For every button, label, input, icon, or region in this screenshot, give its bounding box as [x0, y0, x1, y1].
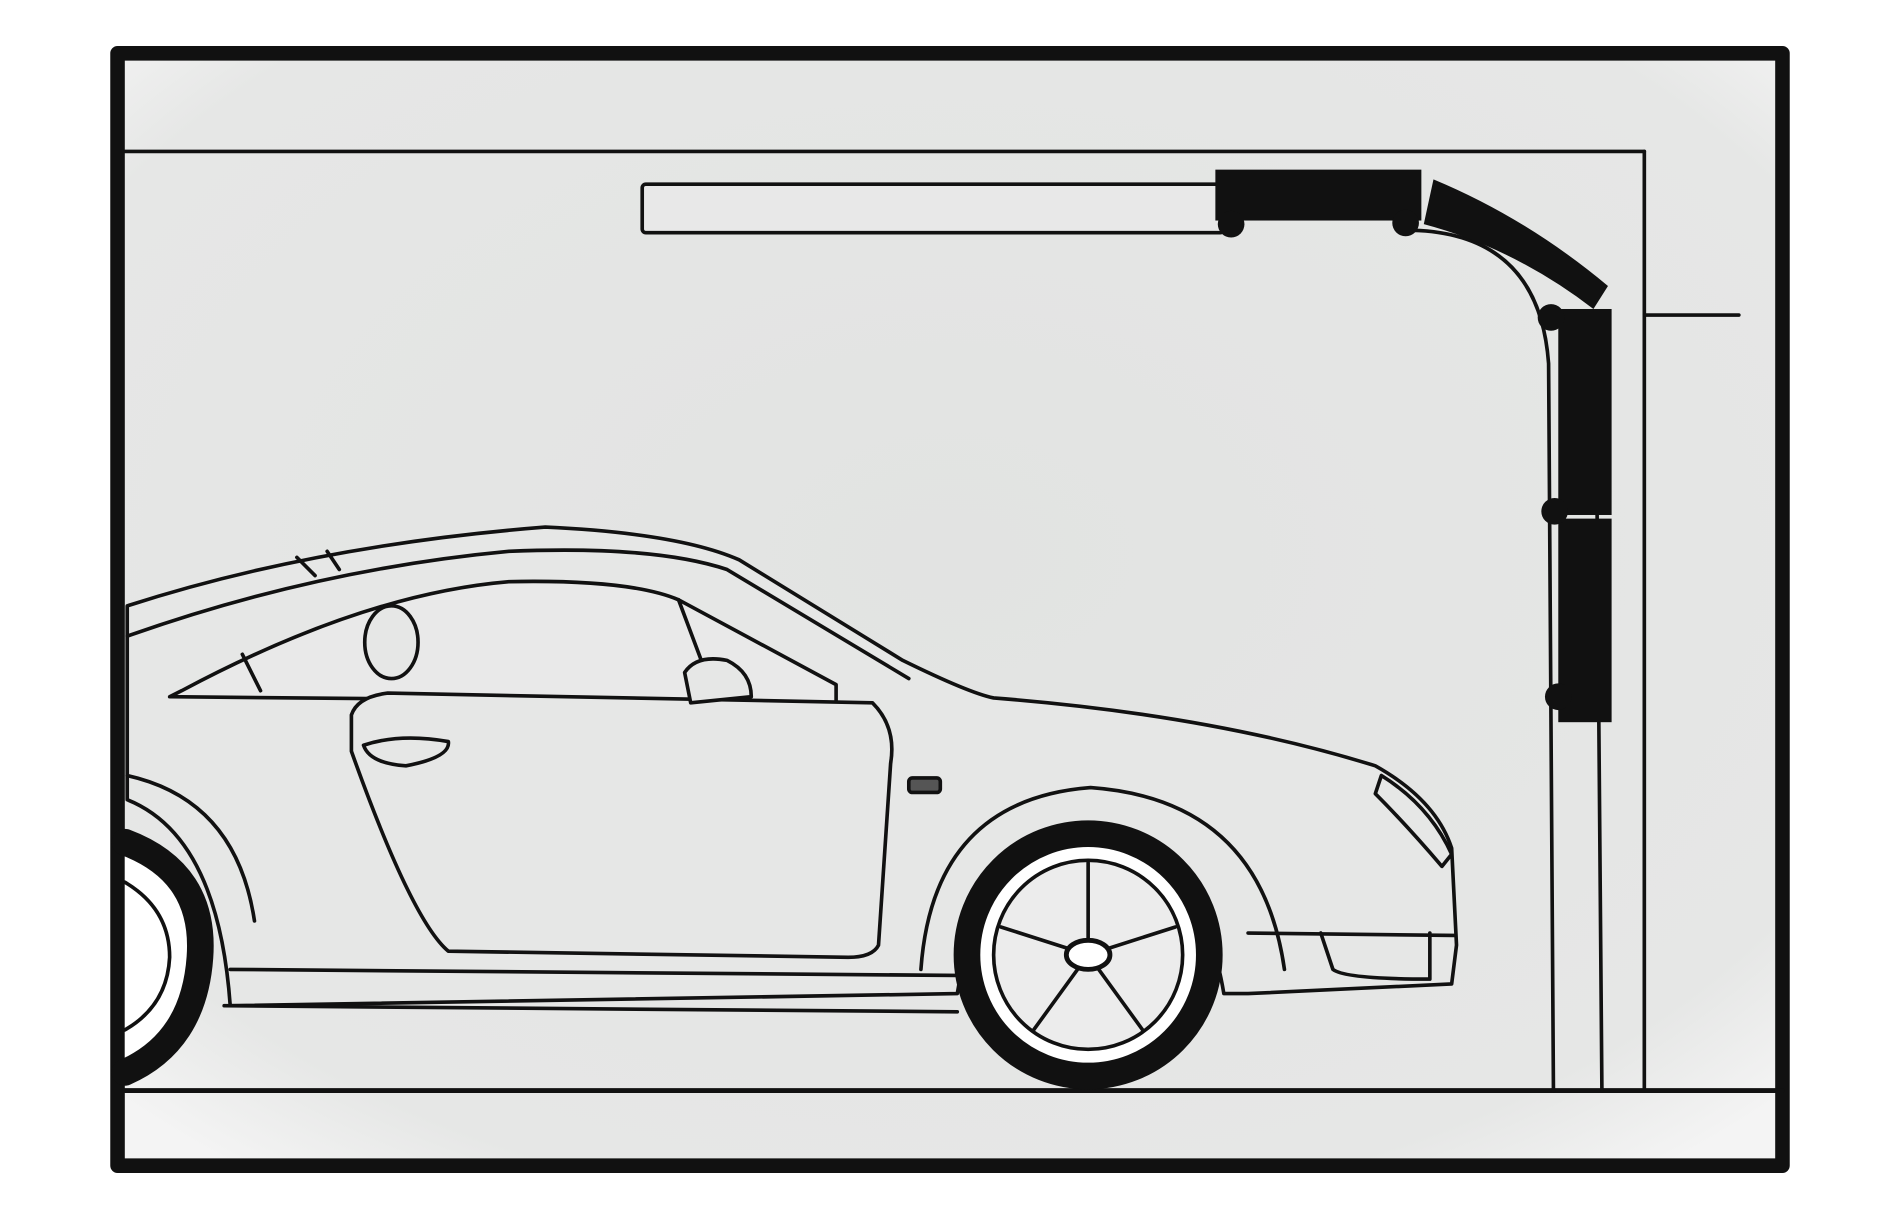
car-sill [222, 931, 1456, 1014]
front-bumper [1318, 931, 1432, 981]
rear-wheel-arch [125, 773, 257, 923]
door-panel-upper [1558, 308, 1612, 515]
car-window [167, 579, 838, 705]
car-pillar [240, 549, 717, 699]
rear-wheel [111, 828, 214, 1086]
door-opener-rail [640, 182, 1226, 235]
door-track-curve [1403, 228, 1556, 1093]
car-seat [682, 657, 754, 705]
headlight [1373, 773, 1454, 869]
wheel-arch [919, 785, 1287, 972]
side-marker [906, 776, 943, 795]
door-panel-top [1215, 169, 1422, 221]
car-door-handle [361, 736, 451, 768]
car-roof-line [125, 548, 911, 681]
front-wheel [953, 820, 1223, 1090]
door-panel-angled [1423, 179, 1608, 309]
door-rollers [1217, 209, 1572, 711]
car-door [349, 691, 894, 960]
driver-head [362, 604, 420, 681]
